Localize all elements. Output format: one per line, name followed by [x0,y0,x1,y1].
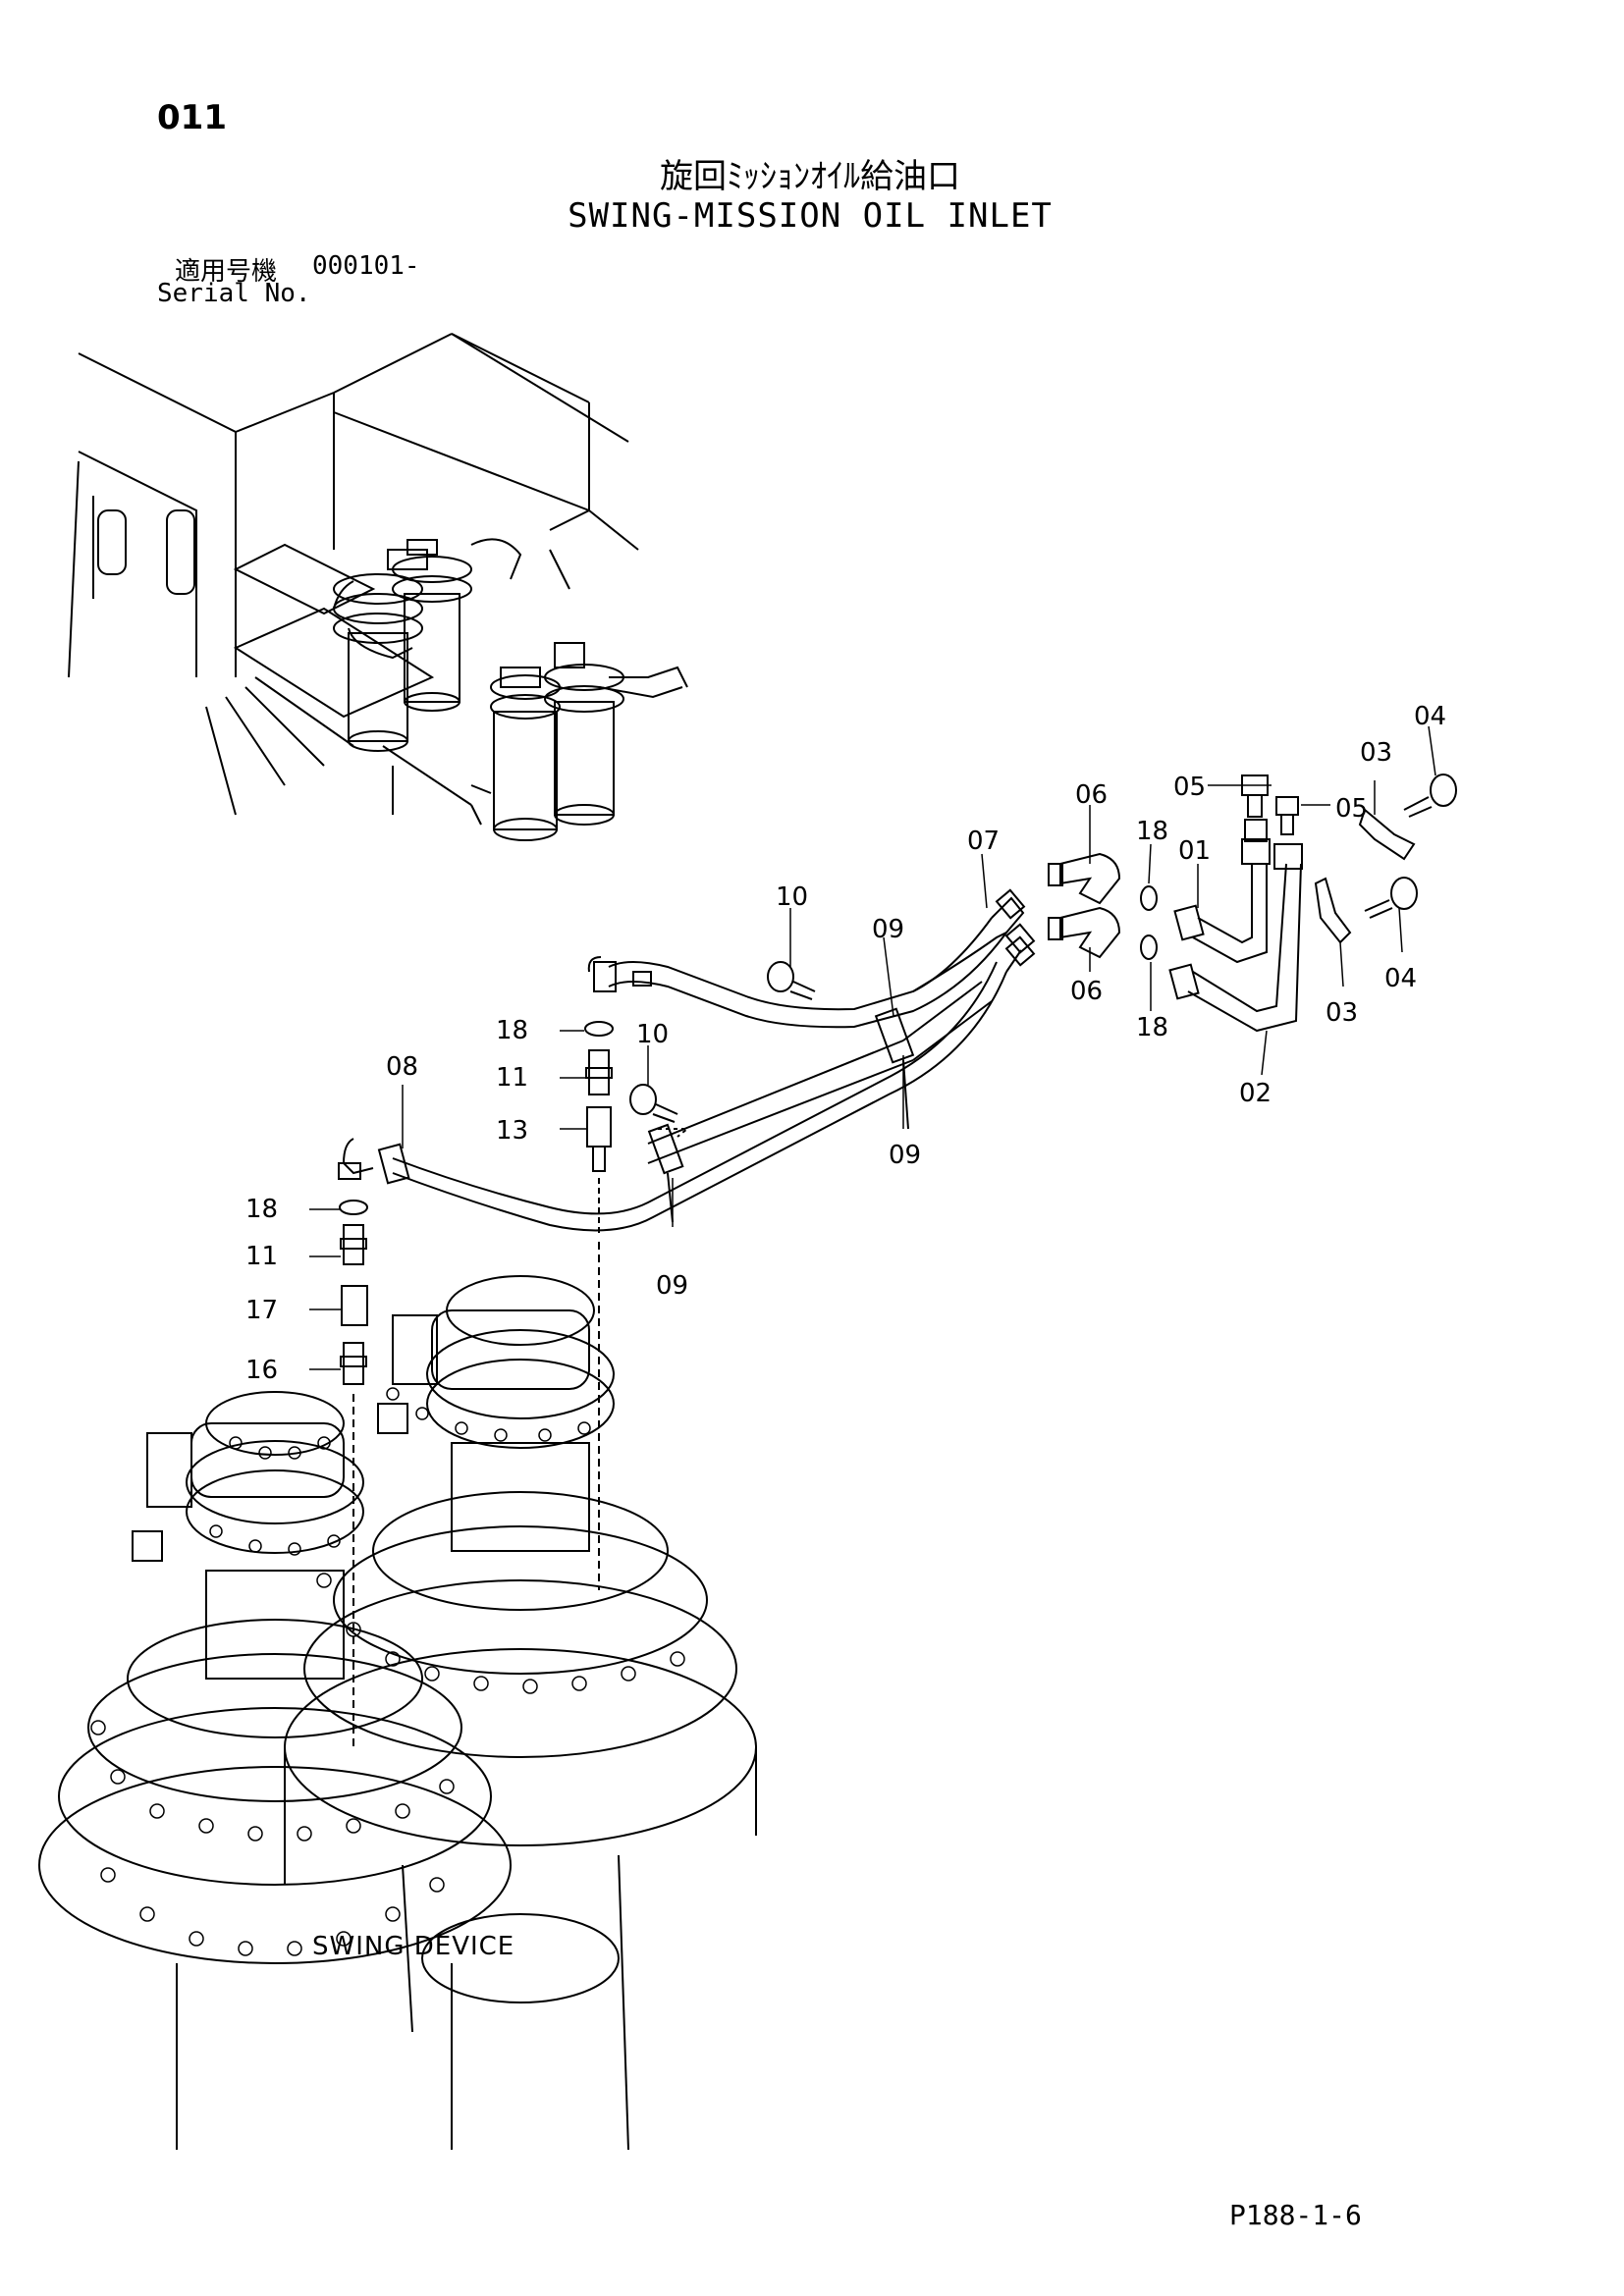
elbow-06 [1048,852,1121,959]
callout-06a: 06 [1075,780,1108,810]
callout-18a: 18 [496,1016,528,1045]
callout-02: 02 [1239,1079,1272,1108]
callout-05b: 05 [1335,794,1368,824]
callout-06b: 06 [1070,977,1103,1006]
page-reference: P188-1-6 [1229,2199,1362,2231]
bolt-04-b [1364,877,1418,919]
callout-04a: 04 [1414,702,1446,731]
page-number: 011 [157,98,227,137]
callout-17: 17 [245,1296,278,1325]
callout-08: 08 [386,1052,418,1082]
swing-motor-overview-1 [333,539,472,752]
swing-device-front [38,1391,512,2150]
callout-04b: 04 [1384,964,1417,993]
bolt-04-a [1403,774,1457,818]
swing-motor-overview-2 [470,642,688,841]
callout-09a: 09 [872,915,904,944]
callout-07: 07 [967,827,1000,856]
swing-device-label: SWING DEVICE [312,1932,515,1961]
title-japanese: 旋回ﾐｯｼｮﾝｵｲﾙ給油口 [660,157,960,196]
title-english: SWING-MISSION OIL INLET [568,196,1053,236]
swing-device-rear [284,1275,757,2151]
callout-03b: 03 [1326,998,1358,1028]
callout-10b: 10 [636,1020,669,1049]
callout-18b: 18 [245,1195,278,1224]
clamp-03 [1314,808,1416,944]
bolt-circle-dots [90,1387,685,1956]
serial-value: 000101- [312,251,420,281]
serial-label-japanese: 適用号機 [175,257,278,287]
fitting-stack-lower [339,1200,368,1747]
bolt-10-a [767,961,816,1000]
pipe-01-02 [1168,819,1303,1033]
hose-08 [338,935,1036,1232]
o-ring-18b [1140,934,1158,960]
callout-16: 16 [245,1356,278,1385]
callout-18d: 18 [1136,1013,1168,1042]
callout-11b: 11 [245,1242,278,1271]
callout-10a: 10 [776,882,808,912]
callout-18c: 18 [1136,817,1168,846]
serial-label-english: Serial No. [157,279,311,308]
bolt-05-a [1241,774,1269,818]
pipe-09-frame [647,981,993,1223]
callout-labels: 01 02 03 03 04 04 05 05 06 06 07 08 09 0… [245,702,1446,1385]
callout-09c: 09 [656,1271,688,1301]
machine-frame-overview [68,333,639,826]
callout-05a: 05 [1173,773,1206,802]
fitting-stack-upper [584,1021,614,1237]
callout-11a: 11 [496,1063,528,1093]
callout-01: 01 [1178,836,1211,866]
callout-03a: 03 [1360,738,1392,768]
callout-09b: 09 [889,1141,921,1170]
callout-13: 13 [496,1116,528,1146]
o-ring-18a [1140,885,1158,911]
hose-07 [587,888,1036,1029]
bolt-10-b [629,1084,678,1123]
callout-leaders [309,725,1436,1370]
bolt-05-b [1275,796,1299,835]
